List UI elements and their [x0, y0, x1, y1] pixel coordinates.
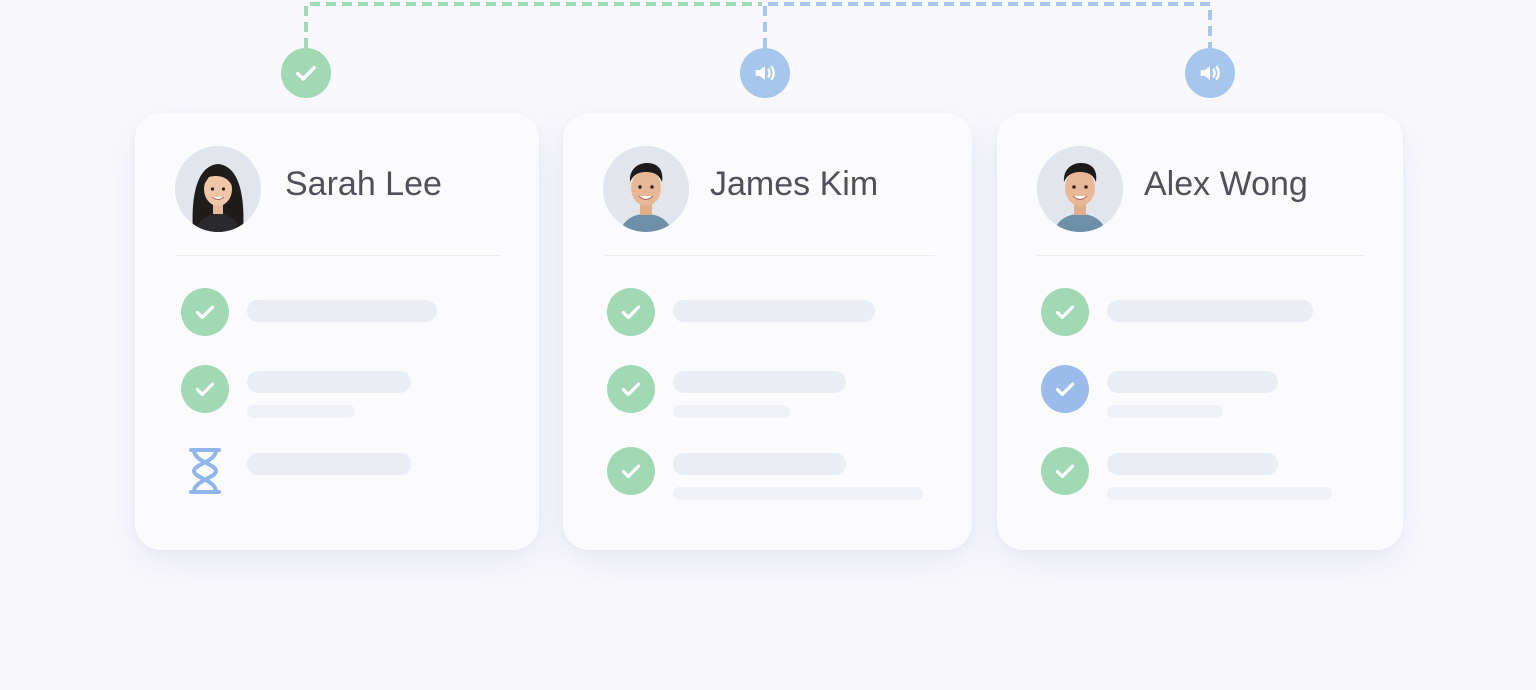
- placeholder-line: [1107, 300, 1313, 322]
- placeholder-subline: [673, 405, 790, 418]
- sarah-connector: [304, 2, 762, 48]
- alex-connector: [768, 2, 1212, 48]
- man-avatar-icon: [1037, 146, 1123, 232]
- divider: [175, 255, 501, 256]
- speaker-icon: [1200, 66, 1220, 81]
- checklist-item: [175, 365, 501, 421]
- checklist-item: [1035, 365, 1365, 421]
- checklist-item: [601, 447, 931, 503]
- placeholder-line: [673, 371, 846, 393]
- checklist-item: [1035, 447, 1365, 503]
- placeholder-line: [673, 300, 875, 322]
- person-name: Sarah Lee: [285, 165, 442, 203]
- check-icon: [1041, 288, 1089, 336]
- placeholder-line: [247, 371, 411, 393]
- check-icon: [607, 447, 655, 495]
- placeholder-line: [673, 453, 846, 475]
- placeholder-subline: [247, 405, 355, 418]
- avatar: [175, 146, 261, 232]
- james-status-badge[interactable]: [740, 48, 790, 98]
- divider: [1037, 255, 1365, 256]
- check-icon: [296, 66, 316, 81]
- hourglass-icon: [181, 447, 229, 495]
- speaker-icon: [755, 66, 775, 81]
- placeholder-line: [247, 300, 437, 322]
- alex-status-badge[interactable]: [1185, 48, 1235, 98]
- placeholder-subline: [1107, 405, 1223, 418]
- sarah-status-badge[interactable]: [281, 48, 331, 98]
- placeholder-subline: [673, 487, 923, 500]
- placeholder-subline: [1107, 487, 1332, 500]
- connector-lines: [304, 2, 1212, 48]
- checklist-item: [175, 447, 501, 503]
- check-icon: [1041, 447, 1089, 495]
- avatar: [1037, 146, 1123, 232]
- person-card-alex[interactable]: Alex Wong: [997, 113, 1403, 550]
- placeholder-line: [247, 453, 411, 475]
- check-icon: [607, 365, 655, 413]
- checklist-item: [601, 365, 931, 421]
- check-icon: [607, 288, 655, 336]
- man-avatar-icon: [603, 146, 689, 232]
- check-icon: [1041, 365, 1089, 413]
- person-name: Alex Wong: [1144, 165, 1308, 203]
- checklist-item: [1035, 288, 1365, 344]
- placeholder-line: [1107, 453, 1278, 475]
- person-card-james[interactable]: James Kim: [563, 113, 972, 550]
- person-name: James Kim: [710, 165, 879, 203]
- placeholder-line: [1107, 371, 1278, 393]
- checklist-item: [175, 288, 501, 344]
- divider: [605, 255, 935, 256]
- avatar: [603, 146, 689, 232]
- woman-avatar-icon: [175, 146, 261, 232]
- check-icon: [181, 365, 229, 413]
- person-card-sarah[interactable]: Sarah Lee: [135, 113, 539, 550]
- check-icon: [181, 288, 229, 336]
- checklist-item: [601, 288, 931, 344]
